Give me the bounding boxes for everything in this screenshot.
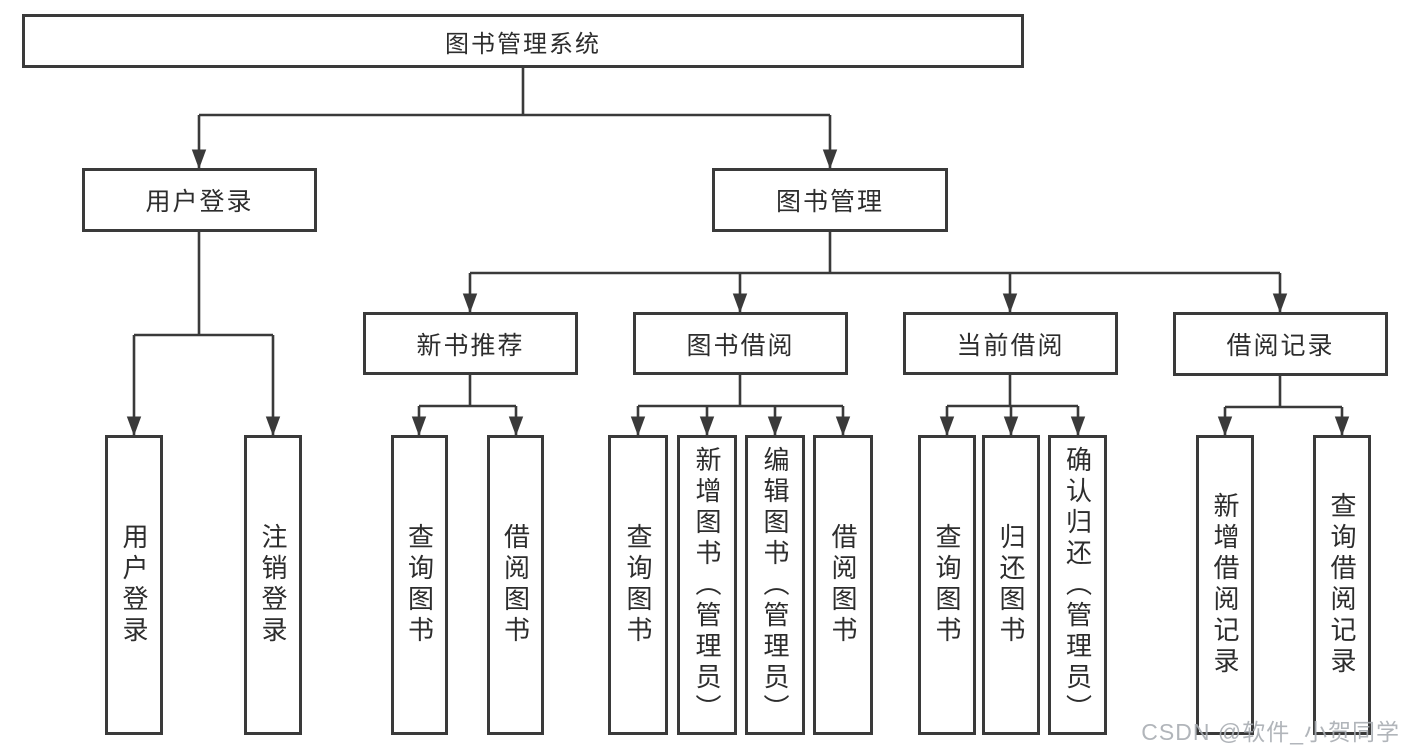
connector-book-borrow-trunk	[638, 375, 843, 408]
node-leaf-br-query-record-label: 查询借阅记录	[1327, 492, 1357, 678]
node-leaf-cb-confirm-return-admin: 确认归还（管理员）	[1048, 435, 1107, 735]
node-book-borrowing: 图书借阅	[633, 312, 848, 375]
node-leaf-cb-return-books: 归还图书	[982, 435, 1040, 735]
node-leaf-bb-edit-books-admin-label: 编辑图书（管理员）	[760, 445, 790, 725]
node-leaf-bb-borrow-books-label: 借阅图书	[828, 523, 858, 647]
node-borrow-records-label: 借阅记录	[1226, 332, 1335, 360]
node-root-label: 图书管理系统	[445, 30, 601, 58]
node-leaf-br-query-record: 查询借阅记录	[1313, 435, 1371, 735]
node-leaf-nb-borrow-books: 借阅图书	[487, 435, 544, 735]
connector-current-borrow-trunk	[947, 375, 1078, 408]
connector-user-login-trunk	[134, 232, 273, 337]
connector-new-book-trunk	[419, 375, 516, 408]
node-leaf-nb-query-books: 查询图书	[391, 435, 448, 735]
node-current-borrowing: 当前借阅	[903, 312, 1118, 375]
node-leaf-br-add-record: 新增借阅记录	[1196, 435, 1254, 735]
connector-root-trunk	[199, 68, 830, 117]
node-borrow-records: 借阅记录	[1173, 312, 1388, 376]
node-user-login: 用户登录	[82, 168, 317, 232]
node-leaf-cb-return-books-label: 归还图书	[996, 523, 1026, 647]
node-root-library-system: 图书管理系统	[22, 14, 1024, 68]
node-current-borrowing-label: 当前借阅	[956, 331, 1065, 360]
node-leaf-bb-query-books-label: 查询图书	[623, 523, 653, 647]
node-user-login-label: 用户登录	[145, 188, 254, 216]
connector-borrow-record-trunk	[1225, 375, 1342, 409]
node-leaf-br-add-record-label: 新增借阅记录	[1210, 492, 1240, 678]
connector-book-mgmt-trunk	[470, 232, 1280, 275]
node-leaf-bb-add-books-admin-label: 新增图书（管理员）	[692, 445, 722, 725]
node-new-book-recommend: 新书推荐	[363, 312, 578, 375]
node-leaf-bb-add-books-admin: 新增图书（管理员）	[677, 435, 737, 735]
node-book-management: 图书管理	[712, 168, 948, 232]
node-leaf-bb-query-books: 查询图书	[608, 435, 668, 735]
node-book-management-label: 图书管理	[775, 188, 884, 216]
node-leaf-cb-query-books: 查询图书	[918, 435, 976, 735]
csdn-watermark: CSDN @软件_小贺同学	[1141, 719, 1400, 745]
node-book-borrowing-label: 图书借阅	[686, 331, 795, 360]
node-leaf-bb-edit-books-admin: 编辑图书（管理员）	[745, 435, 805, 735]
node-leaf-nb-query-books-label: 查询图书	[404, 523, 435, 647]
node-leaf-logout: 注销登录	[244, 435, 302, 735]
node-leaf-user-login-label: 用户登录	[119, 523, 149, 647]
node-leaf-cb-confirm-return-admin-label: 确认归还（管理员）	[1062, 445, 1093, 725]
node-leaf-bb-borrow-books: 借阅图书	[813, 435, 873, 735]
node-leaf-nb-borrow-books-label: 借阅图书	[500, 523, 531, 647]
node-new-book-recommend-label: 新书推荐	[416, 331, 525, 360]
node-leaf-cb-query-books-label: 查询图书	[932, 523, 962, 647]
node-leaf-logout-label: 注销登录	[258, 523, 288, 647]
node-leaf-user-login: 用户登录	[105, 435, 163, 735]
